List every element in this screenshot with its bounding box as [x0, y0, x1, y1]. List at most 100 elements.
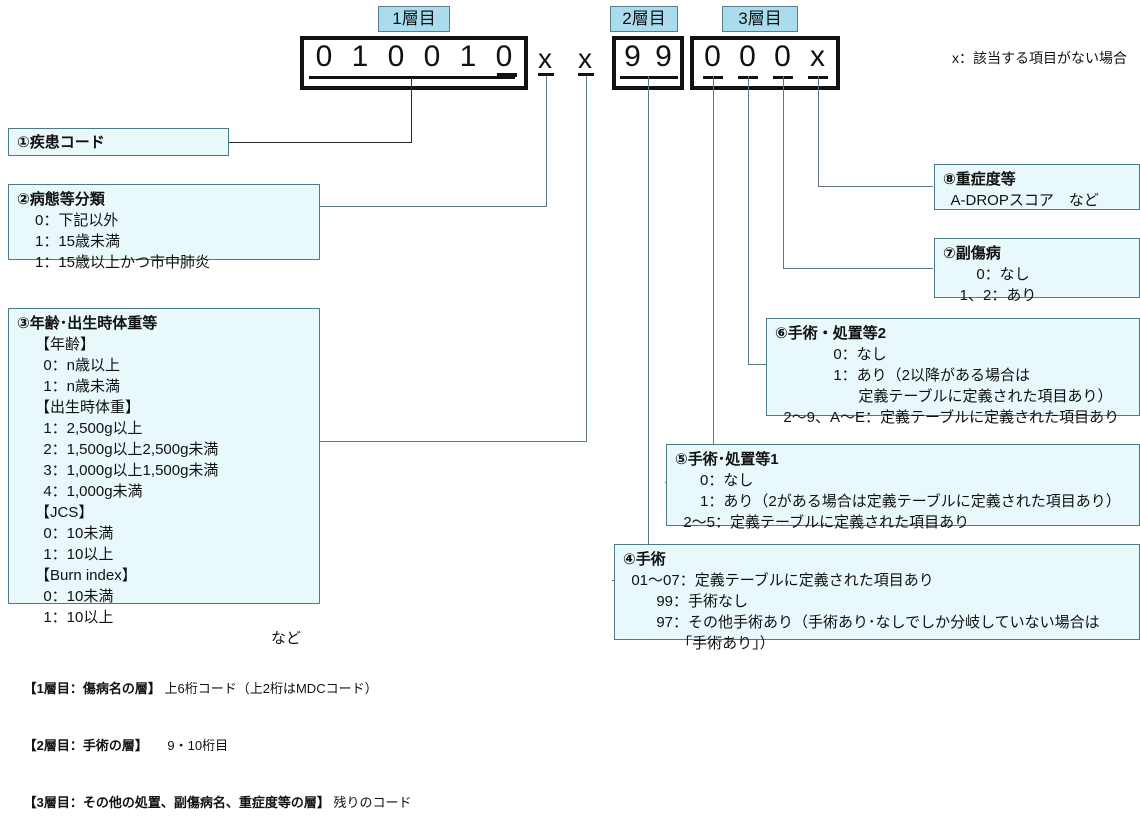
- info-box-3-title: ③年齢･出生時体重等: [17, 315, 158, 332]
- info-box-3-line: 【Burn index】: [35, 567, 137, 584]
- footer-line-bold: 【1層目：傷病名の層】: [23, 681, 161, 696]
- code-digit: 0: [774, 40, 791, 73]
- info-box-5-line: 2～5：定義テーブルに定義された項目あり: [675, 514, 970, 531]
- info-box-3-line: 0：10未満: [35, 588, 114, 605]
- info-box-3-trailing: など: [270, 630, 301, 647]
- code-digit-x1: x: [538, 43, 552, 74]
- code-underline-x2: [578, 73, 594, 76]
- info-box-6-procedure-2: ⑥手術・処置等2 0：なし 1：あり（2以降がある場合は 定義テーブルに定義され…: [766, 318, 1140, 426]
- connector-7-vertical: [783, 76, 784, 268]
- info-box-3-line: 1：10以上: [35, 609, 114, 626]
- footer-line-rest: 上6桁コード（上2桁はMDCコード）: [160, 681, 378, 696]
- info-box-6-line: 2～9、A～E：定義テーブルに定義された項目あり: [775, 409, 1120, 426]
- code-digit: x: [810, 40, 825, 73]
- footer-line: 【3層目：その他の処置、副傷病名、重症度等の層】 残りのコード: [2, 774, 702, 831]
- info-box-3-line: 4：1,000g未満: [35, 483, 143, 500]
- code-digits-layer3: 0 0 0 x: [695, 40, 835, 80]
- info-box-6-line: 0：なし: [775, 346, 887, 363]
- layer-tag-3: 3層目: [722, 6, 798, 32]
- info-box-2-condition-class: ②病態等分類 0：下記以外 1：15歳未満 1：15歳以上かつ市中肺炎: [8, 184, 320, 271]
- info-box-3-line: 【年齢】: [35, 336, 96, 353]
- legend-x-meaning: x：該当する項目がない場合: [952, 50, 1127, 66]
- info-box-8-severity: ⑧重症度等 A-DROPスコア など: [934, 164, 1140, 210]
- code-digits-layer1: 0 1 0 0 1 0: [306, 40, 522, 80]
- footer-line-bold: 【3層目：その他の処置、副傷病名、重症度等の層】: [23, 795, 330, 810]
- info-box-4-line: 01～07：定義テーブルに定義された項目あり: [623, 572, 934, 589]
- connector-3-vertical: [586, 76, 587, 441]
- info-box-4-operation: ④手術 01～07：定義テーブルに定義された項目あり 99：手術なし 97：その…: [614, 544, 1140, 652]
- code-digit: 0: [739, 40, 756, 73]
- info-box-3-line: 0：n歳以上: [35, 357, 121, 374]
- info-box-2-line: 1：15歳未満: [35, 233, 121, 250]
- info-box-6-line: 1：あり（2以降がある場合は: [775, 367, 1031, 384]
- code-digit: 0: [423, 40, 441, 73]
- connector-1-vertical: [411, 78, 412, 142]
- footer-line: 【2層目：手術の層】 9・10桁目: [2, 717, 702, 774]
- info-box-6-line: 定義テーブルに定義された項目あり）: [775, 388, 1113, 405]
- code-underline-layer1: [309, 76, 515, 79]
- layer-tag-2: 2層目: [610, 6, 678, 32]
- info-box-5-line: 0：なし: [675, 472, 754, 489]
- code-frame-layer3: [690, 36, 840, 90]
- info-box-3-line: 3：1,000g以上1,500g未満: [35, 462, 219, 479]
- code-digit: 9: [655, 40, 672, 73]
- connector-1-horizontal: [228, 142, 412, 143]
- code-digit-x2: x: [578, 43, 592, 74]
- layer-tag-1: 1層目: [378, 6, 450, 32]
- connector-8-horizontal: [818, 186, 933, 187]
- info-box-7-comorbidity: ⑦副傷病 0：なし 1、2：あり: [934, 238, 1140, 304]
- info-box-7-line: 1、2：あり: [943, 287, 1037, 304]
- footer-line-bold: 【2層目：手術の層】: [23, 738, 142, 753]
- info-box-7-line: 0：なし: [943, 266, 1030, 283]
- info-box-3-age-birthweight: ③年齢･出生時体重等 【年齢】 0：n歳以上 1：n歳未満 【出生時体重】 1：…: [8, 308, 320, 647]
- code-digit: 1: [351, 40, 369, 73]
- connector-2-horizontal: [320, 206, 547, 207]
- connector-8-vertical: [818, 76, 819, 186]
- info-box-4-title: ④手術: [623, 551, 666, 568]
- connector-6-horizontal-2: [748, 364, 770, 365]
- code-underline-x1: [538, 73, 554, 76]
- connector-6-vertical: [748, 76, 749, 364]
- code-underline-last-digit: [497, 73, 517, 77]
- code-underline-layer2: [620, 76, 678, 79]
- info-box-3-line: 1：n歳未満: [35, 378, 121, 395]
- info-box-3-line: 0：10未満: [35, 525, 114, 542]
- code-digit: 0: [495, 40, 513, 73]
- info-box-5-line: 1：あり（2がある場合は定義テーブルに定義された項目あり）: [675, 493, 1121, 510]
- diagram-canvas: 1層目 2層目 3層目 0 1 0 0 1 0 x x 9 9 0 0 0 x …: [8, 6, 1140, 810]
- connector-7-horizontal: [783, 268, 933, 269]
- info-box-4-line: 97：その他手術あり（手術あり･なしでしか分岐していない場合は: [623, 614, 1100, 631]
- info-box-3-line: 【JCS】: [35, 504, 94, 521]
- info-box-1-disease-code: ①疾患コード: [8, 128, 229, 156]
- info-box-2-line: 0：下記以外: [35, 212, 119, 229]
- info-box-3-line: 2：1,500g以上2,500g未満: [35, 441, 219, 458]
- info-box-1-title: ①疾患コード: [17, 134, 105, 151]
- code-digit: 0: [704, 40, 721, 73]
- code-digits-layer2: 9 9: [617, 40, 679, 80]
- info-box-5-title: ⑤手術･処置等1: [675, 451, 779, 468]
- info-box-4-line: 「手術あり」）: [623, 635, 775, 652]
- info-box-4-line: 99：手術なし: [623, 593, 749, 610]
- connector-2-vertical: [546, 76, 547, 206]
- code-digit: 1: [459, 40, 477, 73]
- info-box-6-title: ⑥手術・処置等2: [775, 325, 887, 342]
- info-box-5-procedure-1: ⑤手術･処置等1 0：なし 1：あり（2がある場合は定義テーブルに定義された項目…: [666, 444, 1140, 531]
- info-box-2-line: 1：15歳以上かつ市中肺炎: [35, 254, 211, 271]
- info-box-2-title: ②病態等分類: [17, 191, 105, 208]
- info-box-8-title: ⑧重症度等: [943, 171, 1016, 188]
- code-digit: 0: [315, 40, 333, 73]
- info-box-3-line: 【出生時体重】: [35, 399, 141, 416]
- info-box-3-line: 1：10以上: [35, 546, 114, 563]
- connector-3-horizontal: [320, 441, 587, 442]
- connector-5-vertical: [713, 76, 714, 482]
- code-digit: 0: [387, 40, 405, 73]
- info-box-7-title: ⑦副傷病: [943, 245, 1001, 262]
- code-frame-layer1: [300, 36, 528, 90]
- footer-line-rest: 残りのコード: [329, 795, 412, 810]
- info-box-3-line: 1：2,500g以上: [35, 420, 143, 437]
- footer-notes: 【1層目：傷病名の層】 上6桁コード（上2桁はMDCコード） 【2層目：手術の層…: [2, 660, 702, 831]
- footer-line: 【1層目：傷病名の層】 上6桁コード（上2桁はMDCコード）: [2, 660, 702, 717]
- footer-line-rest: 9・10桁目: [141, 738, 229, 753]
- info-box-8-line: A-DROPスコア など: [943, 192, 1099, 209]
- code-digit: 9: [624, 40, 641, 73]
